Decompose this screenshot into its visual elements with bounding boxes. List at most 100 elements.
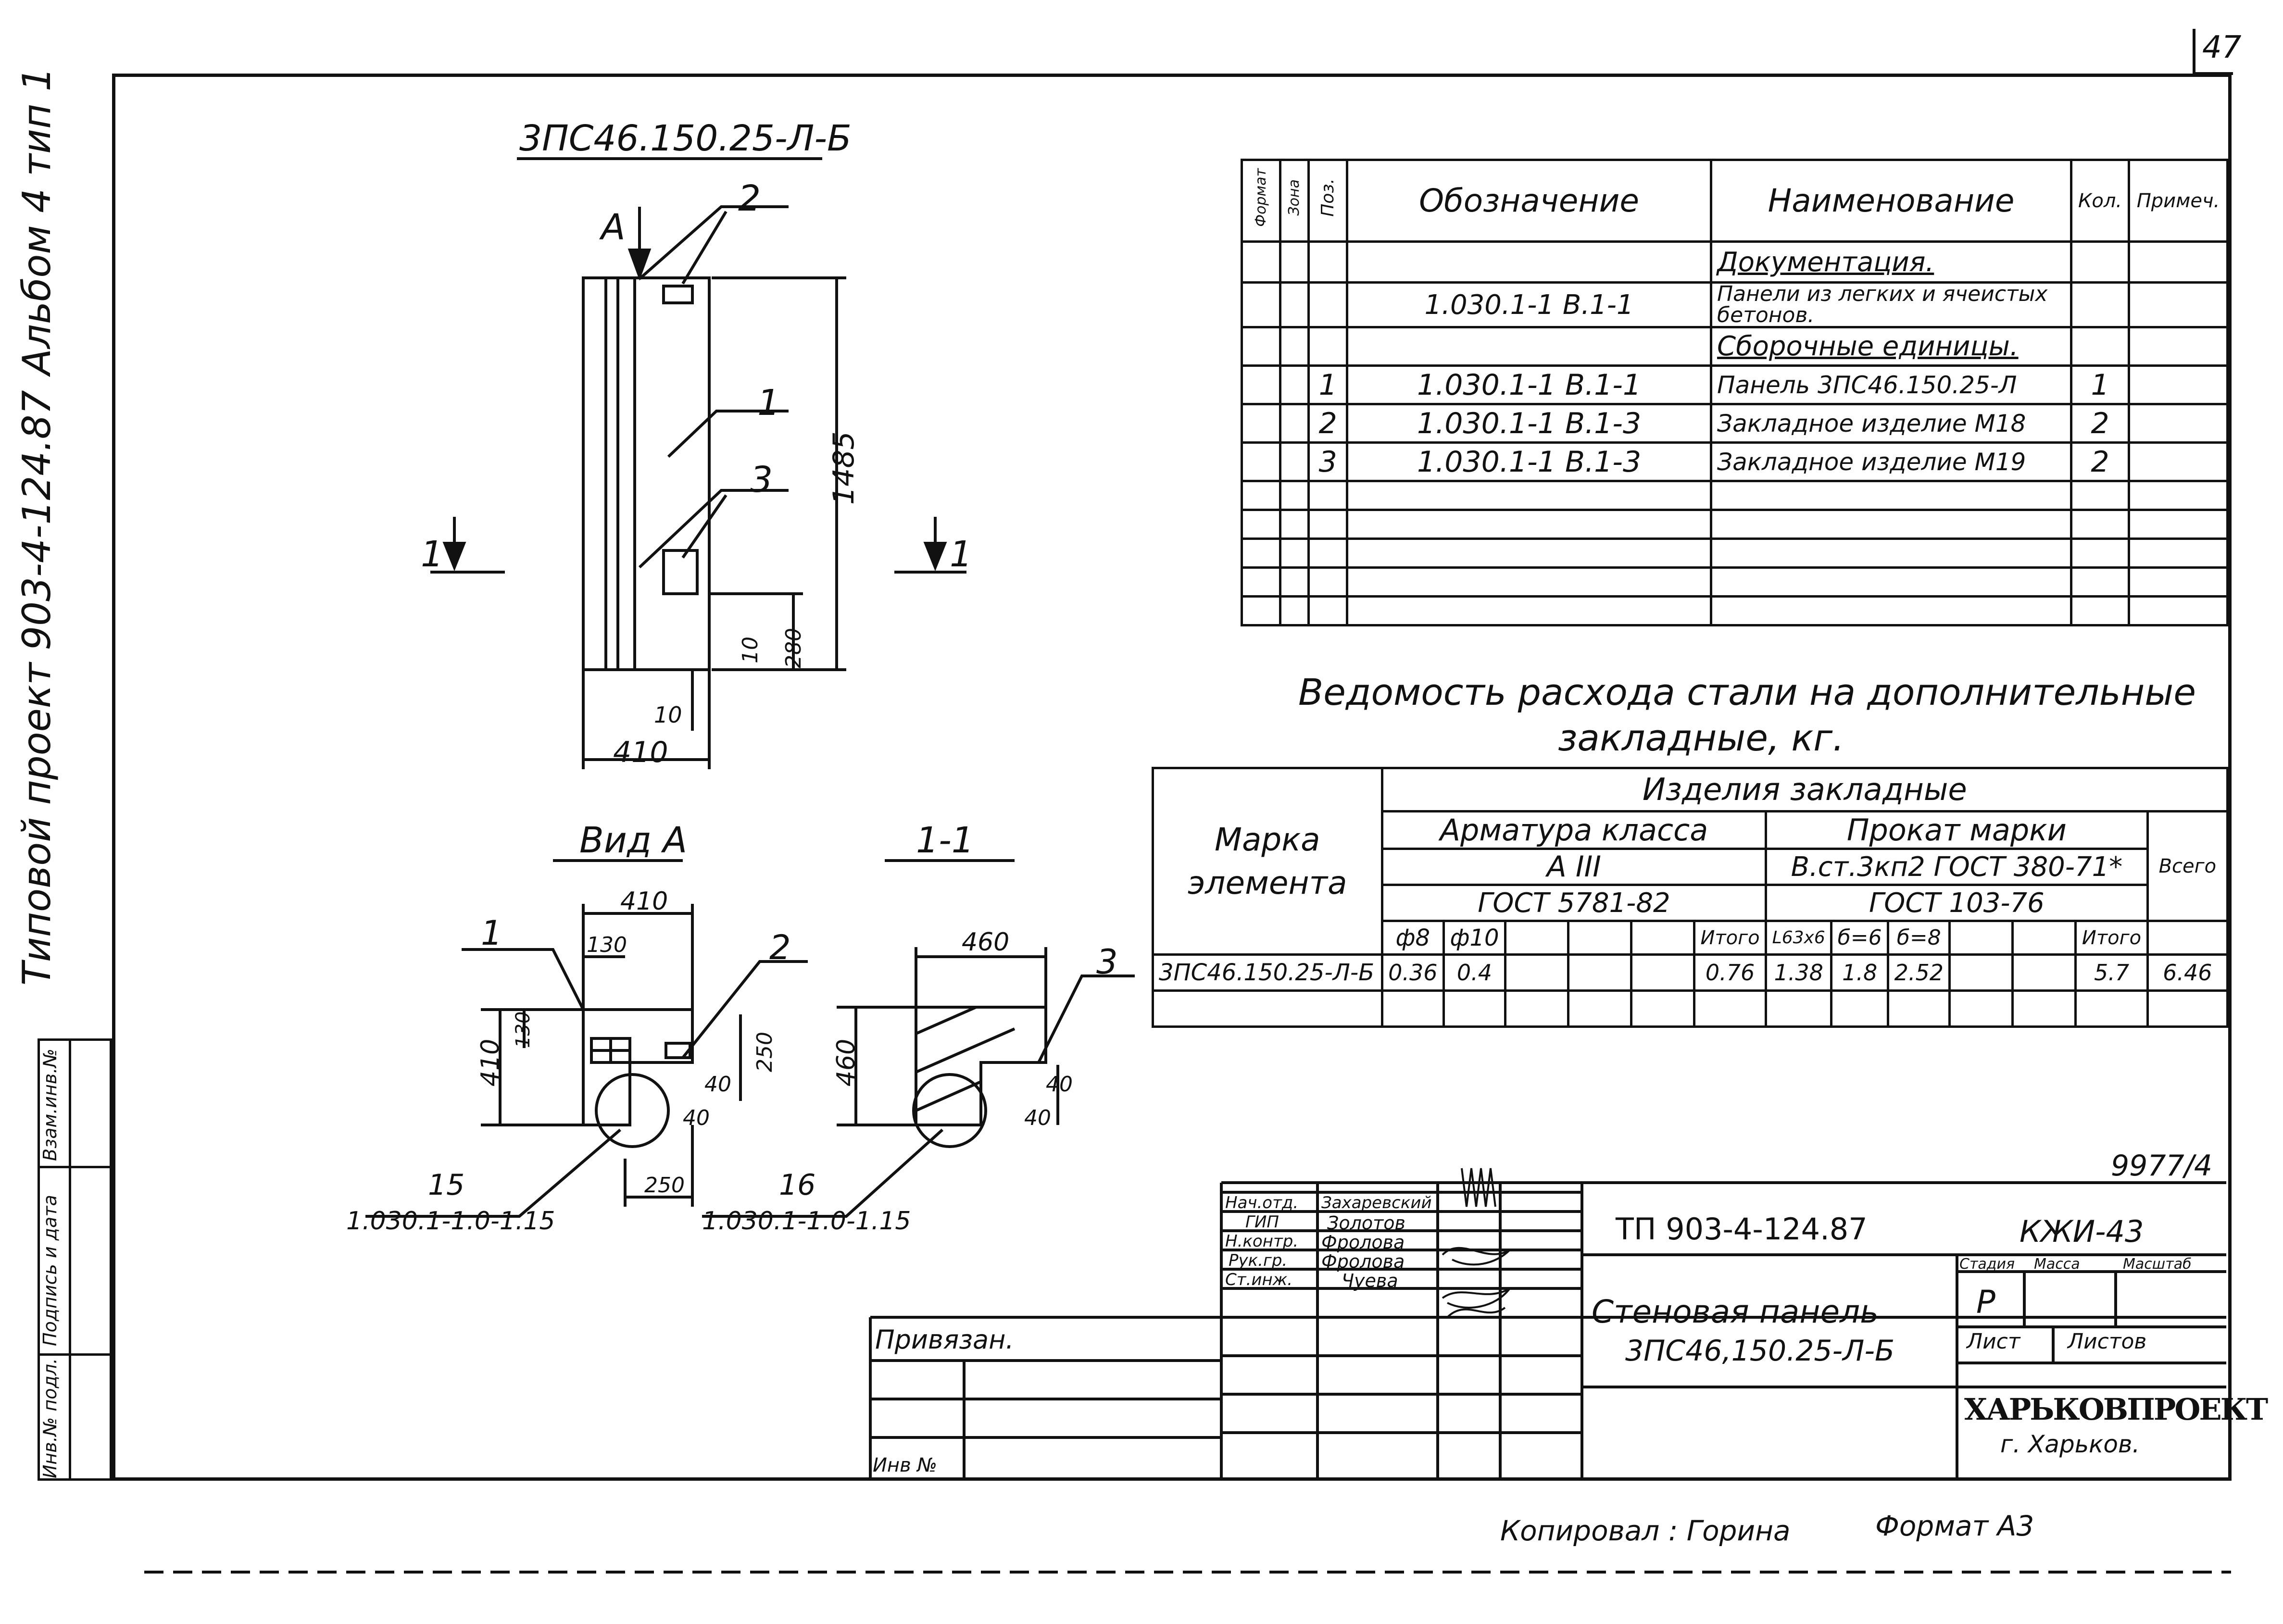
hdr-format: Формат [1252,168,1269,227]
steel-sub [2011,920,2077,956]
steel-h-rolled-gost: ГОСТ 103-76 [1765,884,2149,922]
section-title: 1-1 [916,820,974,861]
dim-10b: 10 [654,702,682,728]
drawing-frame [112,74,2232,1481]
va-dim-height: 410 [476,1038,505,1087]
s-dim-40a: 40 [1046,1072,1073,1097]
pos-label-1: 1 [757,382,780,424]
steel-sub: Итого [2074,920,2149,956]
steel-h-element: Марка элемента [1152,767,1383,956]
steel-h-embedded: Изделия закладные [1380,767,2229,812]
tb-role: Нач.отд. [1225,1193,1299,1212]
va-dim-40a: 40 [704,1072,731,1097]
tb-org-logo: ХАРЬКОВПРОЕКТ [1964,1392,2268,1427]
steel-table: Марка элемента Изделия закладные Арматур… [1152,767,2229,1028]
panel-mark-title: 3ПС46.150.25-Л-Б [519,118,852,159]
steel-sub: Итого [1693,920,1768,956]
tb-stage: Р [1976,1284,1995,1321]
hdr-note: Примеч. [2128,159,2229,243]
hdr-zone: Зона [1286,179,1303,216]
steel-sub: ф10 [1442,920,1507,956]
view-arrow-label: А [601,207,626,248]
tb-name: Чуева [1342,1270,1398,1291]
tb-code: ТП 903-4-124.87 [1616,1212,1868,1247]
tb-role: Рук.гр. [1229,1251,1288,1270]
tb-stage-label: Стадия [1959,1256,2015,1273]
steel-h-rebar-gost: ГОСТ 5781-82 [1380,884,1768,922]
tb-name: Золотов [1327,1212,1405,1234]
steel-sub: б=6 [1830,920,1890,956]
dim-280: 280 [781,628,806,668]
va-dim-130w: 130 [587,933,627,957]
spec-row: 1.030.1-1 В.1-1 Панели из легких и ячеис… [1241,281,2229,328]
callout-16-ref: 1.030.1-1.0-1.15 [702,1207,911,1236]
section-mark-right: 1 [950,534,973,575]
spec-row: Документация. [1241,240,2229,284]
tb-desc-1: Стеновая панель [1592,1293,1879,1330]
tb-sheet-label: Лист [1967,1329,2020,1354]
steel-sub [1948,920,2014,956]
hdr-designation: Обозначение [1346,159,1713,243]
steel-title-2: закладные, кг. [1558,716,1844,759]
page-number-box [2193,29,2233,75]
tb-desc-2: 3ПС46,150.25-Л-Б [1625,1334,1895,1368]
s-dim-height: 460 [832,1038,861,1087]
steel-sub [1630,920,1695,956]
tb-sheets-label: Листов [2068,1329,2147,1354]
s-dim-40b: 40 [1024,1106,1051,1130]
callout-15: 15 [428,1168,465,1202]
copied-by: Копировал : Горина [1500,1514,1791,1547]
tb-role: Н.контр. [1225,1232,1299,1251]
s-pos-3: 3 [1096,942,1118,982]
dim-width: 410 [613,736,668,769]
left-stamp [38,1038,112,1481]
tb-name: Фролова [1321,1232,1405,1253]
tb-inv: Инв № [873,1454,937,1476]
callout-16: 16 [779,1168,816,1202]
view-a-title: Вид А [579,820,688,861]
steel-sub: б=8 [1887,920,1951,956]
page-number: 47 [2202,30,2242,65]
tb-name: Захаревский [1321,1193,1432,1212]
steel-h-rebar: Арматура класса [1380,810,1768,850]
dim-10a: 10 [738,637,763,663]
section-mark-left: 1 [421,534,444,575]
tb-scale-label: Масштаб [2123,1256,2192,1273]
steel-sub: ф8 [1380,920,1445,956]
view-a-outline [582,1008,694,1126]
steel-sub: L63x6 [1765,920,1833,956]
hdr-qty: Кол. [2070,159,2131,243]
dim-height: 1485 [827,431,861,505]
callout-15-ref: 1.030.1-1.0-1.15 [346,1207,555,1236]
steel-h-rebar-class: А III [1380,848,1768,886]
steel-sub [1567,920,1632,956]
steel-sub [1504,920,1569,956]
tb-role: Ст.инж. [1225,1270,1293,1289]
steel-h-total: Всего [2146,810,2229,922]
tb-bound: Привязан. [875,1324,1014,1355]
va-dim-250h: 250 [644,1173,685,1198]
spec-table: Формат Зона Поз. Обозначение Наименовани… [1241,159,2229,626]
va-dim-130h: 130 [512,1011,534,1048]
steel-row: 3ПС46.150.25-Л-Б 0.36 0.4 0.76 1.38 1.8 … [1152,953,2229,992]
archive-number: 9977/4 [2111,1149,2213,1183]
tb-name: Фролова [1321,1251,1405,1272]
steel-title-1: Ведомость расхода стали на дополнительны… [1298,671,2196,713]
va-dim-250v: 250 [753,1032,777,1072]
hdr-name: Наименование [1710,159,2073,243]
va-dim-40b: 40 [683,1106,710,1130]
steel-h-rolled-grade: В.ст.3кп2 ГОСТ 380-71* [1765,848,2149,886]
pos-label-2: 2 [738,178,761,219]
panel-elevation [582,276,711,671]
pos-label-3: 3 [750,459,773,500]
tb-mass-label: Масса [2034,1256,2080,1273]
spec-row: Сборочные единицы. [1241,326,2229,367]
signatures [1442,1168,1511,1318]
tb-city: г. Харьков. [2000,1430,2140,1458]
s-dim-width: 460 [962,928,1010,957]
va-pos-2: 2 [769,928,791,967]
